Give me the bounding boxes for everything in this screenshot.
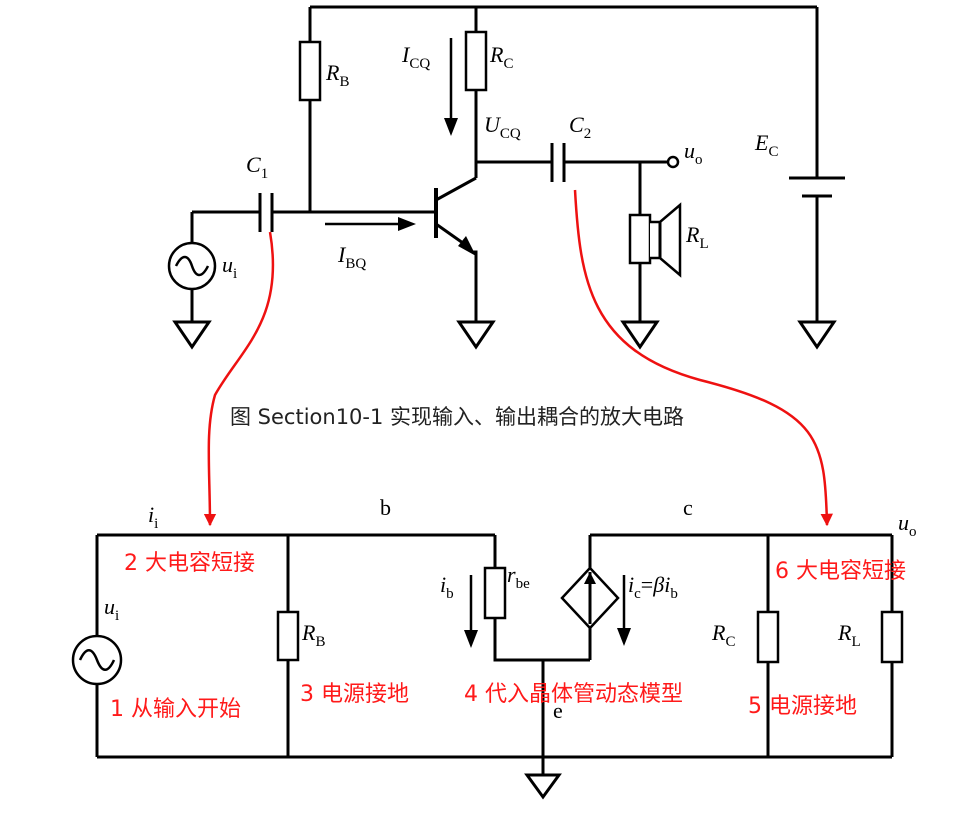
svg-text:uo: uo bbox=[898, 510, 917, 540]
svg-text:uo: uo bbox=[684, 138, 703, 168]
rb-label: R bbox=[325, 60, 340, 85]
speaker-icon bbox=[650, 202, 682, 278]
ground-icon bbox=[172, 320, 212, 350]
rbe-label: r bbox=[507, 562, 516, 587]
node-b-label: b bbox=[380, 495, 391, 520]
step-4-label: 4 代入晶体管动态模型 bbox=[464, 682, 683, 707]
node-e-label: e bbox=[553, 698, 563, 723]
step-6-label: 6 大电容短接 bbox=[775, 559, 906, 584]
npn-transistor-icon bbox=[426, 176, 478, 322]
ibq-arrow-icon bbox=[398, 217, 416, 231]
svg-text:UCQ: UCQ bbox=[484, 112, 521, 142]
figure-caption: 图 Section10-1 实现输入、输出耦合的放大电路 bbox=[230, 405, 684, 429]
c2-annotation-arrow bbox=[573, 189, 833, 527]
svg-text:rbe: rbe bbox=[507, 562, 530, 592]
step-1-label: 1 从输入开始 bbox=[110, 697, 241, 722]
svg-text:ui: ui bbox=[222, 252, 237, 282]
svg-text:EC: EC bbox=[754, 130, 778, 160]
rc-resistor bbox=[464, 30, 488, 92]
svg-text:IBQ: IBQ bbox=[337, 242, 366, 272]
ucq-label: U bbox=[484, 112, 502, 137]
ib-arrow-icon bbox=[464, 630, 478, 648]
rb-label: R bbox=[301, 620, 316, 645]
ib-label: i bbox=[440, 572, 446, 597]
svg-text:RC: RC bbox=[711, 620, 735, 650]
svg-text:RL: RL bbox=[837, 620, 861, 650]
rbe-resistor bbox=[483, 566, 507, 620]
uo-label: u bbox=[684, 138, 695, 163]
bottom-circuit: ii b c uo ui RB ib rbe ic=βib RC RL e 1 … bbox=[71, 495, 917, 800]
rc-label: R bbox=[711, 620, 726, 645]
step-2-label: 2 大电容短接 bbox=[124, 551, 255, 576]
uo-terminal bbox=[666, 155, 680, 169]
rb-resistor bbox=[298, 40, 322, 102]
ec-label: E bbox=[754, 130, 769, 155]
svg-text:RL: RL bbox=[685, 222, 709, 252]
ui-label: u bbox=[222, 252, 233, 277]
svg-text:ui: ui bbox=[104, 594, 119, 624]
svg-text:RB: RB bbox=[325, 60, 349, 90]
ibq-label: I bbox=[337, 242, 347, 267]
rb-resistor bbox=[276, 610, 300, 662]
rl-label: R bbox=[685, 222, 700, 247]
c1-label: C bbox=[246, 152, 261, 177]
ground-icon bbox=[456, 320, 496, 350]
rc-label: R bbox=[489, 42, 504, 67]
ii-label: i bbox=[148, 502, 154, 527]
node-c-label: c bbox=[683, 495, 693, 520]
rl-resistor bbox=[628, 213, 652, 265]
step-3-label: 3 电源接地 bbox=[300, 682, 409, 707]
svg-text:RB: RB bbox=[301, 620, 325, 650]
ground-icon bbox=[620, 320, 660, 350]
rl-resistor bbox=[880, 610, 904, 664]
step-5-label: 5 电源接地 bbox=[748, 694, 857, 719]
ground-icon bbox=[797, 320, 837, 350]
c2-label: C bbox=[569, 112, 584, 137]
svg-text:C2: C2 bbox=[569, 112, 591, 142]
ic-label: ic=βib bbox=[628, 572, 678, 602]
c1-annotation-arrow bbox=[203, 231, 275, 527]
svg-text:RC: RC bbox=[489, 42, 513, 72]
svg-text:ii: ii bbox=[148, 502, 158, 532]
ground-icon bbox=[524, 773, 562, 800]
svg-text:C1: C1 bbox=[246, 152, 268, 182]
svg-text:ib: ib bbox=[440, 572, 454, 602]
rl-label: R bbox=[837, 620, 852, 645]
rc-resistor bbox=[756, 610, 780, 664]
icq-arrow-icon bbox=[444, 118, 458, 136]
top-circuit: RB RC ICQ UCQ C2 uo EC C1 ui IBQ RL bbox=[167, 5, 845, 350]
ui-label: u bbox=[104, 594, 115, 619]
ic-arrow-icon bbox=[617, 628, 631, 646]
icq-label: I bbox=[401, 42, 411, 67]
svg-text:ICQ: ICQ bbox=[401, 42, 430, 72]
uo-label: u bbox=[898, 510, 909, 535]
